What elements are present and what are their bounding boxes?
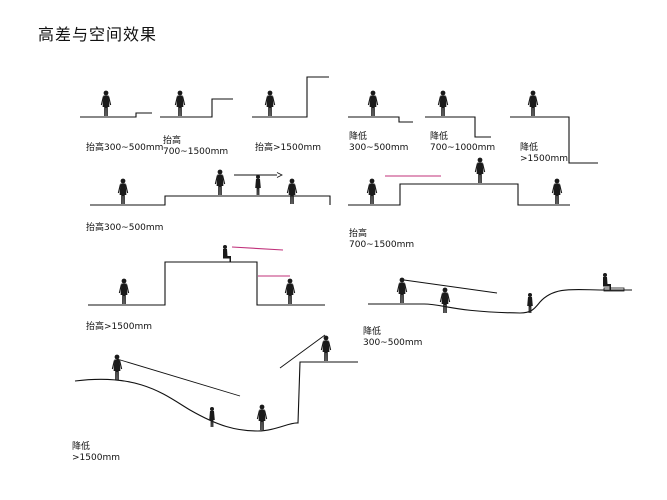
label-raise-gt1500: 抬高>1500mm bbox=[86, 322, 152, 332]
sightline bbox=[279, 334, 326, 369]
person-figure bbox=[396, 273, 611, 314]
label-line: 700~1500mm bbox=[349, 240, 415, 250]
label-lower-gt1500: 降低 >1500mm bbox=[72, 442, 120, 464]
label-line: 700~1500mm bbox=[163, 147, 229, 157]
raised-platform-scene bbox=[90, 195, 331, 206]
bench bbox=[603, 287, 625, 292]
person-figure bbox=[367, 89, 539, 117]
label-lower-gt1500: 降低 >1500mm bbox=[520, 143, 568, 165]
high-platform-scene bbox=[88, 261, 325, 306]
label-line: 抬高 bbox=[163, 136, 182, 146]
label-line: 700~1000mm bbox=[430, 143, 496, 153]
label-raise-700-1500: 抬高 700~1500mm bbox=[349, 229, 414, 251]
person-figure bbox=[118, 245, 296, 305]
sightline bbox=[403, 279, 498, 294]
sightline bbox=[116, 358, 241, 397]
lower-step-profiles bbox=[348, 116, 598, 164]
sloped-terrain-scene bbox=[368, 288, 632, 314]
label-line: 降低 bbox=[430, 132, 449, 142]
label-raise-gt1500: 抬高>1500mm bbox=[255, 143, 321, 153]
lowered-platform-scene bbox=[348, 183, 570, 206]
label-lower-300-500: 降低 300~500mm bbox=[349, 132, 408, 154]
sightline bbox=[231, 246, 284, 251]
valley-terrain-scene bbox=[74, 361, 358, 432]
page-title: 高差与空间效果 bbox=[38, 25, 158, 44]
label-raise-300-500: 抬高300~500mm bbox=[86, 143, 164, 153]
raise-step-profiles bbox=[80, 76, 329, 118]
label-line: >1500mm bbox=[520, 154, 568, 164]
label-raise-700-1500: 抬高 700~1500mm bbox=[163, 136, 228, 158]
label-lower-300-500: 降低 300~500mm bbox=[363, 327, 422, 349]
label-line: 降低 bbox=[363, 327, 382, 337]
person-figure bbox=[100, 89, 276, 117]
label-line: 抬高 bbox=[349, 229, 368, 239]
label-line: 300~500mm bbox=[349, 143, 409, 153]
label-line: 300~500mm bbox=[363, 338, 423, 348]
label-line: >1500mm bbox=[72, 453, 120, 463]
label-line: 降低 bbox=[349, 132, 368, 142]
label-lower-700-1000: 降低 700~1000mm bbox=[430, 132, 495, 154]
label-line: 降低 bbox=[72, 442, 91, 452]
label-line: 降低 bbox=[520, 143, 539, 153]
label-raise-300-500: 抬高300~500mm bbox=[86, 223, 164, 233]
